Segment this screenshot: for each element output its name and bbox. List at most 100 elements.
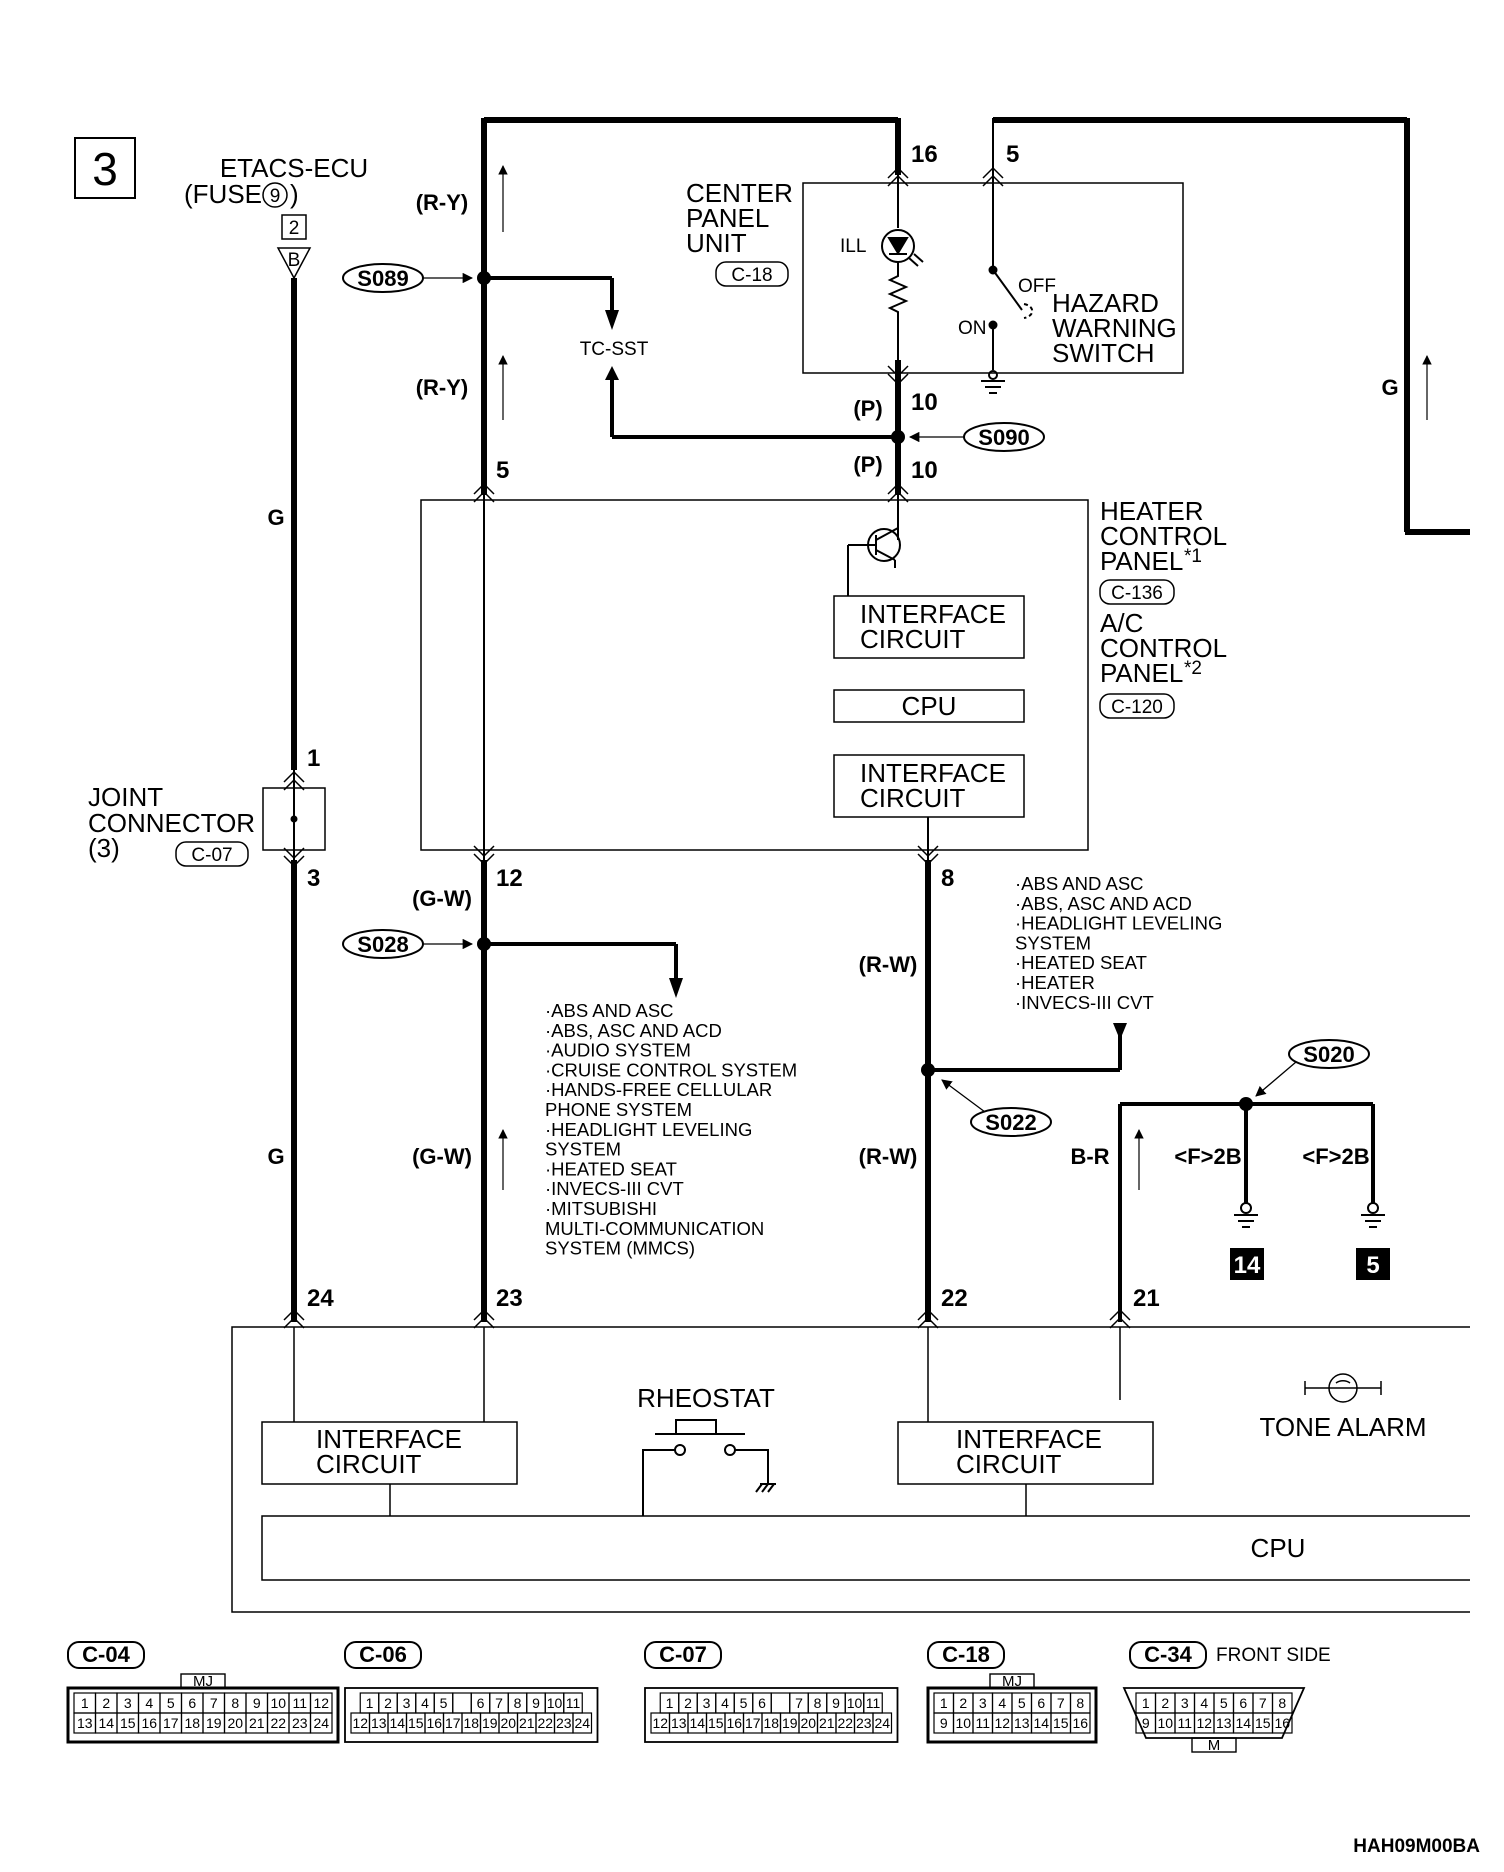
svg-text:21: 21 bbox=[1133, 1285, 1160, 1312]
svg-text:S028: S028 bbox=[357, 932, 408, 957]
meter-interface-left: INTERFACE CIRCUIT bbox=[261, 1421, 518, 1485]
connector-pin-label: 8 bbox=[231, 1695, 239, 1711]
svg-text:INTERFACE: INTERFACE bbox=[860, 758, 1006, 788]
svg-text:*2: *2 bbox=[1184, 658, 1202, 679]
connector-pin-label: 2 bbox=[102, 1695, 110, 1711]
connector-pin-label: 4 bbox=[998, 1695, 1006, 1711]
connector-pin-label: 3 bbox=[1181, 1695, 1189, 1711]
connector-pin-label: 1 bbox=[1142, 1695, 1150, 1711]
svg-text:(R-W): (R-W) bbox=[859, 952, 918, 977]
connector-pin-label: 15 bbox=[408, 1715, 424, 1731]
svg-text:CENTER: CENTER bbox=[686, 178, 793, 208]
connector-pin-label: 10 bbox=[1157, 1715, 1173, 1731]
connector-pin-label: 23 bbox=[292, 1715, 308, 1731]
connector-pin-label: 16 bbox=[1072, 1715, 1088, 1731]
connector-pin-label: 3 bbox=[979, 1695, 987, 1711]
connector-pin-label: 12 bbox=[652, 1715, 668, 1731]
svg-text:A/C: A/C bbox=[1100, 608, 1143, 638]
svg-text:(R-W): (R-W) bbox=[859, 1144, 918, 1169]
connector-pin-label: 7 bbox=[1259, 1695, 1267, 1711]
hazard-switch-icon bbox=[981, 180, 1034, 394]
connector-pin-label: 8 bbox=[1076, 1695, 1084, 1711]
svg-text:(R-Y): (R-Y) bbox=[416, 375, 469, 400]
rheostat-switch-icon bbox=[642, 1419, 776, 1516]
connector-pin-label: 1 bbox=[940, 1695, 948, 1711]
connector-pin-label: 23 bbox=[856, 1715, 872, 1731]
system-list-item: MULTI-COMMUNICATION bbox=[545, 1218, 764, 1239]
connector-pin-label: 12 bbox=[1196, 1715, 1212, 1731]
splice-s090: S090 bbox=[908, 422, 1045, 452]
svg-text:C-07: C-07 bbox=[659, 1642, 707, 1667]
svg-text:M: M bbox=[1208, 1737, 1221, 1754]
svg-text:CIRCUIT: CIRCUIT bbox=[860, 783, 966, 813]
connector-pin-label: 4 bbox=[421, 1695, 429, 1711]
system-list-item: PHONE SYSTEM bbox=[545, 1099, 692, 1120]
svg-text:(FUSE: (FUSE bbox=[184, 179, 262, 209]
connector-pin-label: 5 bbox=[167, 1695, 175, 1711]
footer-code: HAH09M00BA bbox=[1353, 1836, 1480, 1857]
svg-text:3: 3 bbox=[307, 865, 320, 892]
connector-pin-label: 7 bbox=[495, 1695, 503, 1711]
connector-pin-label: 3 bbox=[403, 1695, 411, 1711]
connector-pin-label: 16 bbox=[426, 1715, 442, 1731]
connector-pin-label: 21 bbox=[249, 1715, 265, 1731]
svg-text:CONTROL: CONTROL bbox=[1100, 633, 1227, 663]
connector-pin-label: 9 bbox=[1142, 1715, 1150, 1731]
svg-text:S020: S020 bbox=[1303, 1042, 1354, 1067]
terminal-chevrons bbox=[283, 166, 1131, 1329]
system-list-item: ·ABS, ASC AND ACD bbox=[545, 1020, 722, 1041]
system-list-item: ·AUDIO SYSTEM bbox=[545, 1040, 691, 1061]
connector-pin-label: 24 bbox=[313, 1715, 329, 1731]
connector-pin-label: 5 bbox=[1018, 1695, 1026, 1711]
joint-connector-box bbox=[262, 787, 326, 851]
svg-text:B: B bbox=[288, 250, 301, 271]
connector-pin-label: 10 bbox=[270, 1695, 286, 1711]
svg-text:8: 8 bbox=[941, 865, 954, 892]
svg-text:G: G bbox=[267, 505, 284, 530]
connector-pin-label: 24 bbox=[874, 1715, 890, 1731]
connector-pin-label: 11 bbox=[292, 1695, 307, 1711]
svg-text:INTERFACE: INTERFACE bbox=[956, 1424, 1102, 1454]
connector-pin-label: 19 bbox=[782, 1715, 798, 1731]
connector-pin-label: 2 bbox=[959, 1695, 967, 1711]
connector-pin-label: 16 bbox=[141, 1715, 157, 1731]
svg-text:(3): (3) bbox=[88, 833, 120, 863]
splice-s020: S020 bbox=[1255, 1039, 1370, 1097]
connector-pin-label: 11 bbox=[1177, 1715, 1192, 1731]
connector-pin-label: 6 bbox=[477, 1695, 485, 1711]
rheostat-label: RHEOSTAT bbox=[637, 1383, 775, 1413]
connector-pin-label: 2 bbox=[1161, 1695, 1169, 1711]
connector-pin-label: 9 bbox=[532, 1695, 540, 1711]
svg-text:C-06: C-06 bbox=[359, 1642, 407, 1667]
connector-pin-label: 10 bbox=[955, 1715, 971, 1731]
splice-dots bbox=[477, 271, 1253, 1111]
svg-text:C-120: C-120 bbox=[1111, 697, 1163, 718]
connector-pin-label: 4 bbox=[721, 1695, 729, 1711]
connector-pin-label: 20 bbox=[500, 1715, 516, 1731]
connector-pin-label: 12 bbox=[352, 1715, 368, 1731]
connector-pin-label: 22 bbox=[837, 1715, 853, 1731]
connector-pin-label: 11 bbox=[866, 1695, 881, 1711]
connector-pin-label: 20 bbox=[800, 1715, 816, 1731]
tc-sst-label: TC-SST bbox=[580, 339, 649, 360]
diagram-number-box bbox=[74, 137, 136, 199]
connector-pin-label: 7 bbox=[1057, 1695, 1065, 1711]
system-list-item: ·ABS AND ASC bbox=[1015, 873, 1144, 894]
svg-text:CPU: CPU bbox=[902, 691, 957, 721]
connector-pin-label: 8 bbox=[1278, 1695, 1286, 1711]
connector-pin-label: 1 bbox=[366, 1695, 374, 1711]
connector-pin-label: 8 bbox=[514, 1695, 522, 1711]
ill-label: ILL bbox=[840, 236, 866, 257]
svg-text:CONTROL: CONTROL bbox=[1100, 521, 1227, 551]
ground-badge-5 bbox=[1356, 1248, 1390, 1280]
system-list-item: SYSTEM bbox=[1015, 932, 1091, 953]
svg-text:PANEL: PANEL bbox=[1100, 546, 1183, 576]
meter-cpu-label: CPU bbox=[1251, 1533, 1306, 1563]
svg-text:<F>2B: <F>2B bbox=[1302, 1144, 1369, 1169]
connector-pin-label: 19 bbox=[206, 1715, 222, 1731]
svg-text:(G-W): (G-W) bbox=[412, 1144, 472, 1169]
system-list-item: ·CRUISE CONTROL SYSTEM bbox=[545, 1059, 797, 1080]
connector-pin-label: 17 bbox=[745, 1715, 761, 1731]
svg-text:(R-Y): (R-Y) bbox=[416, 190, 469, 215]
svg-text:C-136: C-136 bbox=[1111, 583, 1163, 604]
